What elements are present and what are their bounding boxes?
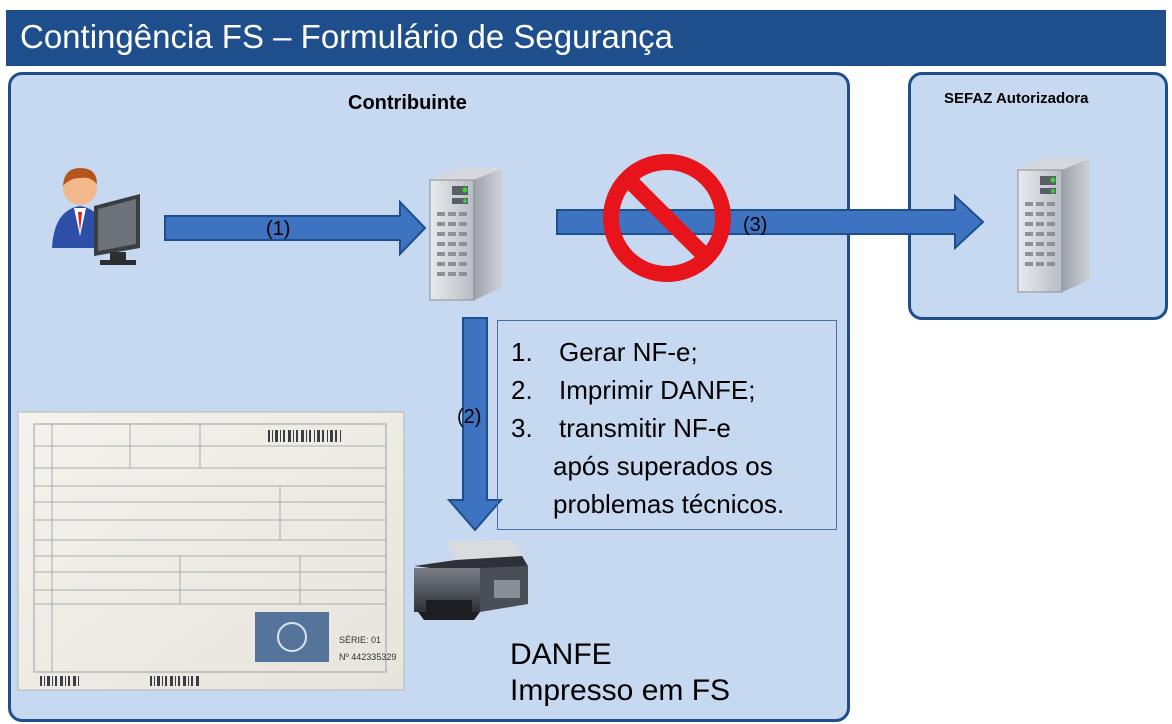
step-3-text: transmitir NF-e [559,413,731,443]
arrow-1-label: (1) [266,218,291,240]
step-3-continuation-2: problemas técnicos. [553,489,785,519]
server-icon-sefaz [1017,158,1090,293]
arrow-1 [164,199,427,257]
step-1-number: 1. [511,337,533,367]
step-3-continuation-1: após superados os [553,451,773,481]
step-2-text: Imprimir DANFE; [559,375,756,405]
server-icon-local [429,168,502,301]
arrow-3 [556,193,985,251]
page-title: Contingência FS – Formulário de Seguranç… [20,18,674,55]
sefaz-label: SEFAZ Autorizadora [944,90,1089,107]
step-3-number: 3. [511,413,533,443]
prohibition-icon [603,154,731,282]
contribuinte-label: Contribuinte [348,92,467,114]
step-2-number: 2. [511,375,533,405]
document-number: Nº 442335329 [339,652,396,662]
danfe-caption-line1: DANFE [510,638,612,671]
user-at-computer-icon [52,168,140,265]
danfe-document-image: SÉRIE: 01 Nº 442335329 [17,411,405,691]
step-1-text: Gerar NF-e; [559,337,698,367]
arrow-2 [446,317,504,532]
printer-icon [414,540,528,620]
danfe-caption-line2: Impresso em FS [510,674,731,707]
document-serie: SÉRIE: 01 [339,635,381,645]
arrow-3-label: (3) [743,214,768,236]
arrow-2-label: (2) [457,406,482,428]
steps-box: 1. Gerar NF-e; 2. Imprimir DANFE; 3. tra… [497,320,837,530]
title-bar: Contingência FS – Formulário de Seguranç… [6,10,1166,66]
